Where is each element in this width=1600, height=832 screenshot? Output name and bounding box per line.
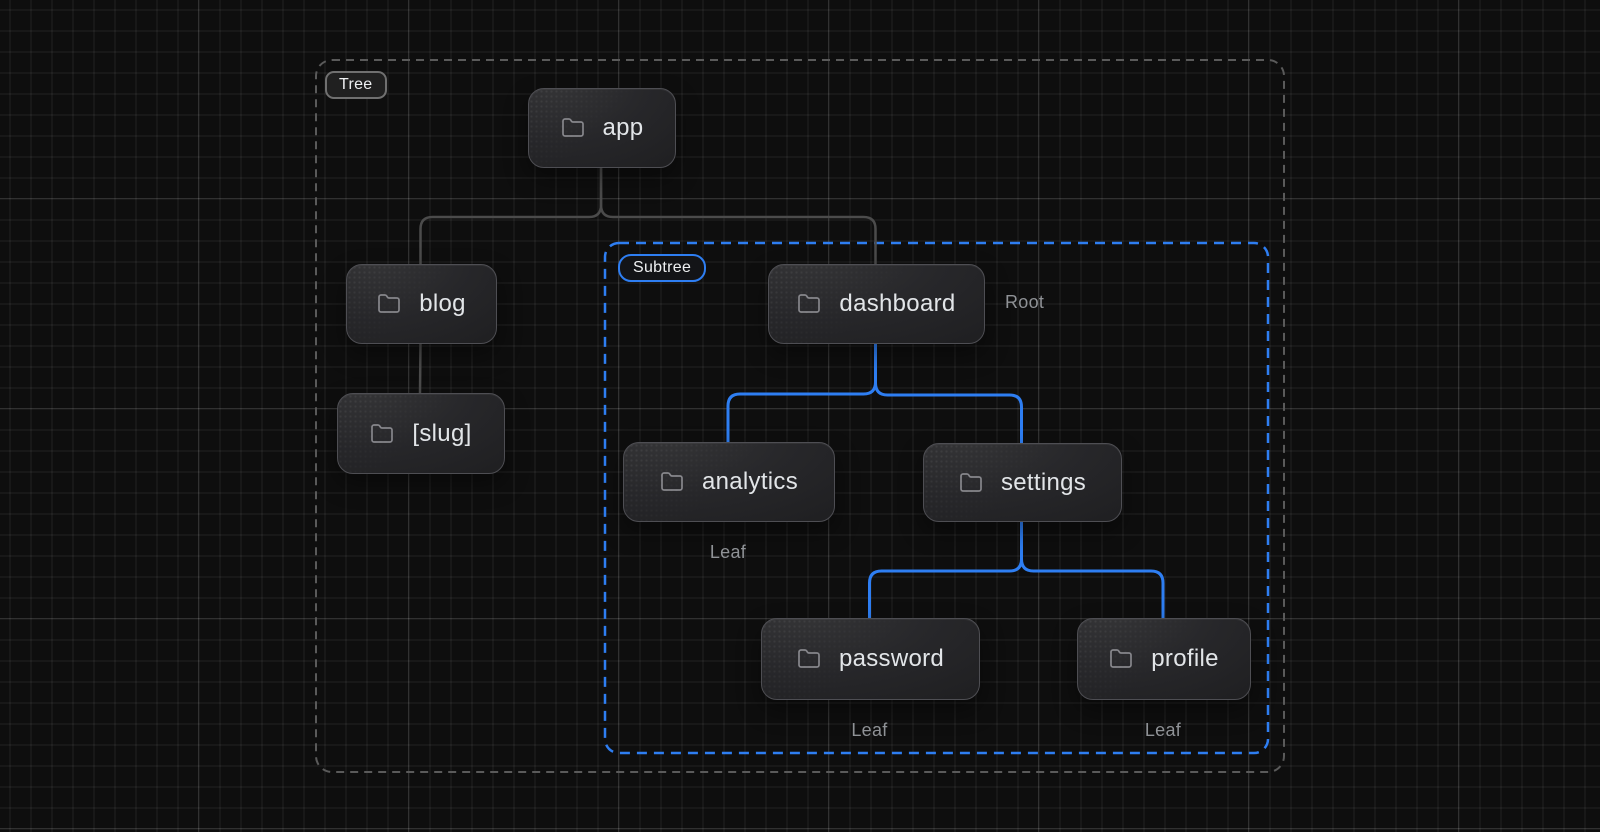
annotation-leaf-analytics: Leaf — [709, 542, 747, 562]
tree-node-dashboard[interactable]: dashboard — [768, 264, 985, 344]
node-label: password — [838, 645, 945, 672]
node-label: analytics — [701, 468, 799, 495]
annotation-root-dashboard: Root — [1005, 292, 1045, 312]
node-label: app — [602, 114, 644, 141]
folder-icon — [661, 472, 683, 491]
folder-icon — [960, 472, 982, 492]
folder-icon — [798, 649, 820, 668]
folder-icon — [798, 294, 821, 313]
folder-icon — [1110, 649, 1133, 668]
tree-node-slug[interactable]: [slug] — [337, 393, 505, 474]
edge-app-blog — [419, 164, 603, 266]
folder-icon — [378, 294, 401, 313]
annotation-leaf-profile: Leaf — [1144, 720, 1182, 740]
tree-node-analytics[interactable]: analytics — [623, 442, 835, 522]
subtree-container-badge: Subtree — [618, 254, 707, 282]
node-label: settings — [1000, 468, 1087, 496]
edge-settings-profile — [1020, 518, 1165, 620]
node-label: [slug] — [412, 419, 472, 447]
folder-icon — [561, 118, 584, 137]
node-label: profile — [1151, 645, 1219, 672]
edge-dashboard-analytics — [726, 340, 877, 444]
tree-node-app[interactable]: app — [528, 88, 676, 168]
folder-icon — [371, 423, 394, 443]
tree-node-settings[interactable]: settings — [923, 443, 1122, 522]
node-label: blog — [419, 290, 466, 317]
edge-blog-slug — [418, 340, 422, 395]
edge-settings-password — [868, 518, 1023, 620]
tree-node-profile[interactable]: profile — [1077, 618, 1251, 700]
tree-node-blog[interactable]: blog — [346, 264, 497, 344]
edge-app-dashboard — [599, 164, 877, 266]
tree-container-badge: Tree — [325, 71, 387, 99]
tree-node-password[interactable]: password — [761, 618, 980, 700]
edge-dashboard-settings — [874, 340, 1023, 445]
annotation-leaf-password: Leaf — [851, 720, 888, 740]
node-label: dashboard — [839, 290, 956, 317]
